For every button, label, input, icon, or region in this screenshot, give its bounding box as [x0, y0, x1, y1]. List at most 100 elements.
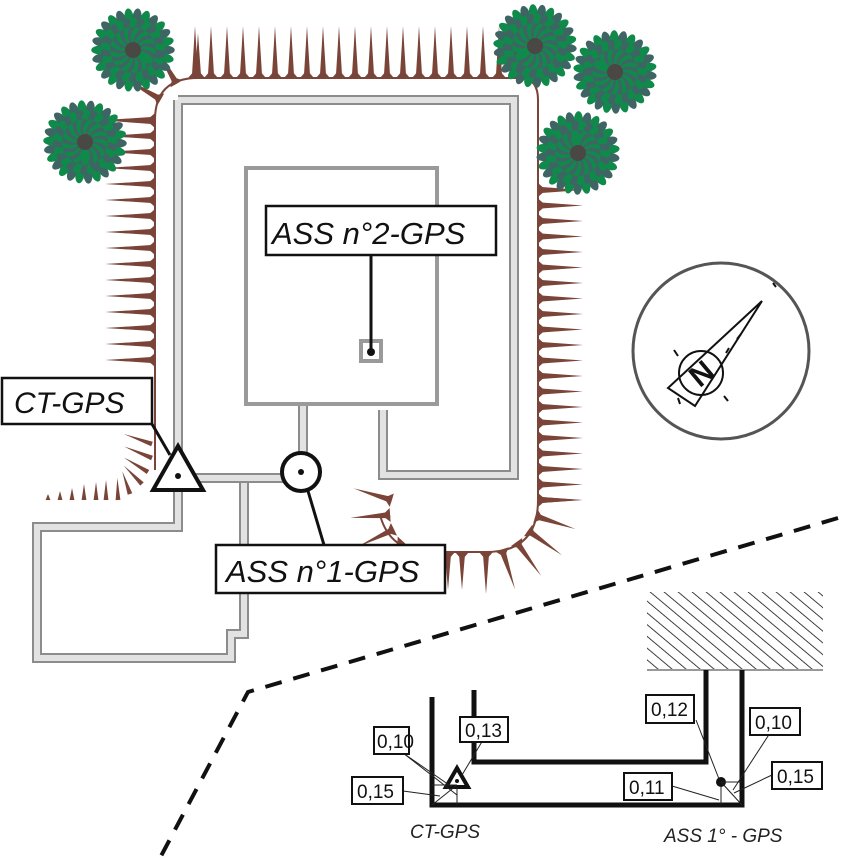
ass1-marker[interactable]	[280, 451, 326, 546]
hachure-tick	[45, 494, 51, 501]
hachure-flare	[538, 245, 546, 259]
hachure-tick	[479, 26, 487, 78]
trees	[43, 4, 657, 195]
hachure-flare	[348, 70, 362, 78]
hachure-tick	[105, 260, 155, 268]
hachure-flare	[236, 70, 250, 78]
hachure-tick	[81, 484, 87, 501]
hachure-tick	[103, 480, 109, 501]
hachure-tick	[463, 26, 471, 78]
hachure-tick	[415, 26, 423, 78]
hachure-tick	[513, 540, 542, 577]
hachure-flare	[476, 70, 490, 78]
hachure-flare	[147, 161, 155, 175]
tree-icon	[493, 4, 577, 88]
hachure-tick	[538, 186, 583, 194]
hachure-flare	[252, 70, 266, 78]
hachure-tick	[538, 357, 583, 364]
hachure-tick	[538, 419, 583, 426]
hachure-flare	[147, 289, 155, 303]
tree-trunk	[125, 42, 141, 58]
hachure-tick	[223, 26, 231, 78]
hachure-tick	[105, 340, 155, 348]
tree-trunk	[570, 145, 586, 161]
hachure-flare	[332, 70, 346, 78]
hachure-flare	[316, 70, 330, 78]
detail-ct-caption: CT-GPS	[410, 822, 480, 843]
hachure-flare	[538, 493, 546, 507]
hachure-tick	[105, 276, 155, 284]
hachure-flare	[538, 229, 546, 244]
hachure-flare	[510, 537, 523, 549]
hachure-flare	[538, 260, 546, 275]
hachure-flare	[147, 353, 155, 367]
hachure-flare	[538, 431, 546, 445]
hachure-flare	[538, 477, 546, 492]
hachure-tick	[538, 264, 583, 271]
hachure-flare	[538, 276, 546, 290]
hachure-flare	[492, 70, 506, 78]
hachure-flare	[538, 415, 546, 430]
hachure-flare	[428, 70, 442, 78]
hachure-tick	[335, 26, 343, 78]
hachure-flare	[412, 70, 426, 78]
hachure-tick	[444, 552, 452, 590]
hachure-flare	[396, 70, 410, 78]
hachure-flare	[147, 129, 155, 143]
detail-ass-caption: ASS 1° - GPS	[663, 826, 783, 847]
hachure-flare	[538, 214, 546, 228]
hachure-tick	[110, 117, 155, 125]
ct-gps-marker[interactable]	[149, 423, 207, 492]
hachure-flare	[147, 193, 155, 207]
svg-text:0,11: 0,11	[629, 778, 665, 799]
hachure-flare	[380, 70, 394, 78]
hachure-flare	[170, 76, 183, 88]
ass2-label-text: ASS n°2-GPS	[270, 216, 466, 251]
measure-ct-010: 0,10	[373, 726, 414, 755]
hachure-flare	[479, 552, 493, 560]
hachure-flare	[386, 523, 397, 536]
tree-trunk	[77, 134, 93, 150]
hachure-tick	[303, 26, 311, 78]
hachure-tick	[538, 403, 583, 411]
ct-gps-label-text: CT-GPS	[14, 387, 125, 420]
hachure-tick	[367, 26, 375, 78]
hachure-flare	[147, 273, 155, 287]
hachure-flare	[538, 183, 546, 197]
hachure-tick	[124, 446, 153, 461]
hachure-tick	[431, 26, 439, 78]
hachure-tick	[538, 233, 583, 240]
hachure-tick	[482, 552, 490, 594]
measure-ct-013: 0,13	[459, 716, 509, 743]
hachure-tick	[93, 482, 99, 501]
hachure-tick	[458, 552, 466, 590]
hachure-tick	[534, 513, 576, 530]
hachure-tick	[538, 388, 583, 395]
ass2-marker[interactable]	[359, 250, 383, 363]
hachure-tick	[353, 488, 393, 504]
hachure-tick	[105, 228, 155, 236]
hachure-tick	[105, 148, 155, 156]
hachure-tick	[538, 310, 583, 318]
hachure-tick	[357, 526, 396, 547]
tree-icon	[91, 8, 175, 92]
hachure-tick	[105, 180, 155, 188]
hachure-flare	[147, 145, 155, 159]
hachure-flare	[147, 257, 155, 271]
tree-leaf	[593, 60, 611, 72]
hachure-tick	[383, 26, 391, 78]
inner-room	[244, 166, 439, 406]
ass1-label-text: ASS n°1-GPS	[224, 554, 420, 589]
hachure-tick	[105, 164, 155, 172]
hachure-flare	[147, 305, 155, 319]
hachure-tick	[105, 308, 155, 316]
detail-section: 0,10 0,13 0,15 CT-GPS 0,12 0,10	[351, 592, 823, 847]
hachure-flare	[455, 552, 469, 560]
measure-ass-010: 0,10	[749, 707, 801, 736]
svg-text:0,13: 0,13	[465, 721, 502, 742]
hachure-tick	[105, 196, 155, 204]
hachure-tick	[538, 465, 583, 473]
tree-trunk	[607, 64, 623, 80]
hachure-tick	[538, 481, 583, 488]
